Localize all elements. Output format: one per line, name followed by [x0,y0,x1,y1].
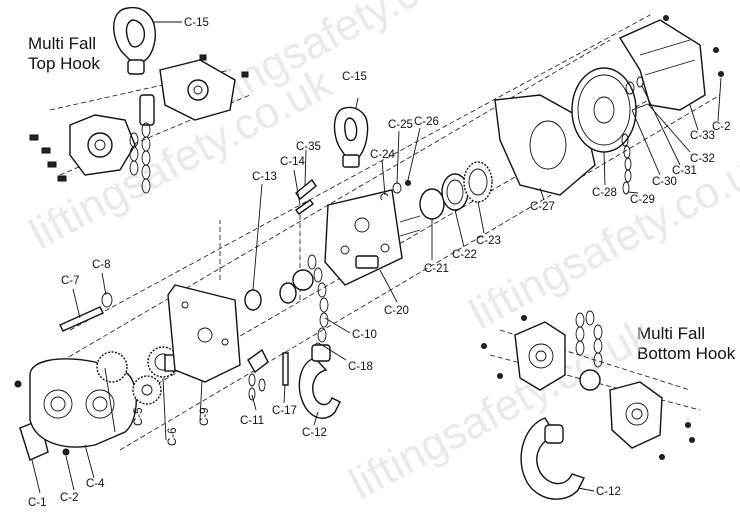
title-bottom-hook: Multi Fall Bottom Hook [637,324,736,363]
label-c32: C-32 [690,153,715,165]
part-c20-plate [324,189,421,286]
title-top-hook: Multi Fall Top Hook [28,34,100,73]
part-c24-c26-small [380,180,411,201]
hook-c15-center [333,106,369,168]
leader-lines [31,21,722,494]
label-c24: C-24 [370,149,396,161]
label-c20: C-20 [384,305,409,317]
part-c35-pin [295,178,317,201]
part-c28-handwheel [571,67,637,153]
part-c14-pin [295,199,314,215]
part-c21-disc [419,188,445,220]
part-c13-bearing [244,282,297,311]
label-c31: C-31 [672,165,697,177]
label-c2-right: C-2 [712,121,731,133]
label-c12: C-12 [302,427,327,439]
label-c21: C-21 [424,263,449,275]
part-c12-hook-center [298,344,341,419]
label-c25: C-25 [388,119,413,131]
callout-labels: C-1 C-2 C-4 C-5 C-6 C-7 C-8 C-9 C-10 C-1… [28,17,731,509]
label-c15-center: C-15 [342,71,367,83]
label-c23: C-23 [476,235,501,247]
part-c30-c32-washers [625,76,649,111]
top-hook-assembly [29,6,249,194]
part-c7-shaft [59,292,113,332]
label-c35: C-35 [296,141,321,153]
label-c6: C-6 [167,427,179,446]
label-c13: C-13 [252,171,277,183]
part-load-chain [292,254,329,358]
label-c5: C-5 [133,407,145,426]
label-c12-bottom: C-12 [596,486,621,498]
watermark: liftingsafety.co.uk [462,138,740,339]
label-c4: C-4 [86,478,105,490]
label-c28: C-28 [592,187,617,199]
label-c22: C-22 [452,249,477,261]
label-c10: C-10 [352,329,377,341]
label-c9: C-9 [199,407,211,426]
label-c1: C-1 [28,497,47,509]
part-c27-housing [494,94,596,196]
label-c2: C-2 [60,492,79,504]
part-c23-ratchet [463,161,493,203]
part-c5-gear [96,351,162,405]
bottom-hook-assembly [481,310,695,500]
part-c9-plate [167,284,241,383]
part-c17-bolt [282,352,289,386]
label-c30: C-30 [652,176,677,188]
label-c8: C-8 [92,259,111,271]
part-c11-latch [247,348,269,401]
label-c18: C-18 [348,361,373,373]
label-c29: C-29 [630,194,655,206]
label-c14: C-14 [280,156,306,168]
part-c33-guide [618,15,724,111]
label-c26: C-26 [414,116,439,128]
label-c33: C-33 [690,130,715,142]
part-c29-handchain [621,133,632,195]
label-c27: C-27 [530,201,555,213]
label-c15: C-15 [184,17,209,29]
label-c17: C-17 [272,405,297,417]
label-c11: C-11 [240,415,264,427]
label-c7: C-7 [61,275,80,287]
top-hook-shape [113,6,156,63]
